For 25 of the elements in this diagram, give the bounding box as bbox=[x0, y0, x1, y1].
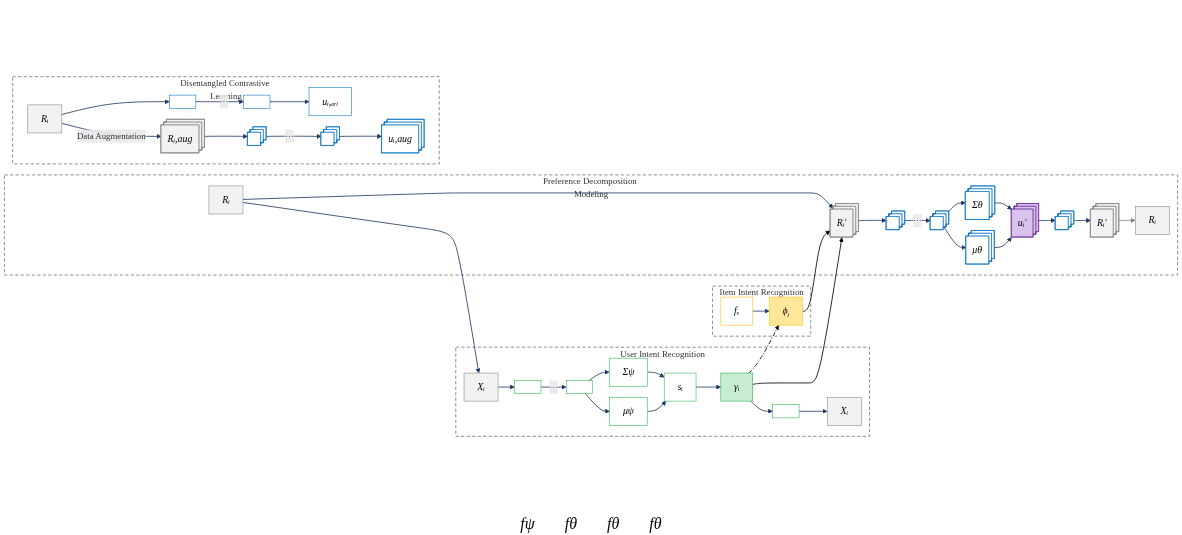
node-box bbox=[169, 94, 197, 109]
node-box: Xᵢ bbox=[463, 372, 499, 402]
edge-label: ··· bbox=[913, 215, 922, 225]
function-label: fθ bbox=[564, 515, 578, 533]
node-box: Rᵢ bbox=[1135, 206, 1170, 235]
node-box: Rᵢ bbox=[208, 185, 244, 215]
node-box: Rᵢ bbox=[27, 104, 63, 134]
function-label: fψ bbox=[520, 515, 535, 533]
node-box: sᵢ bbox=[663, 372, 697, 402]
edge-label: ··· bbox=[549, 382, 559, 392]
edge-label: Data Augmentation bbox=[76, 131, 146, 141]
node-box: Σψ bbox=[608, 357, 648, 387]
function-label: fθ bbox=[649, 515, 662, 533]
node-box: uᵢ,ₒᵣᵢ bbox=[308, 87, 352, 117]
node-box: μψ bbox=[609, 396, 648, 426]
node-box bbox=[772, 404, 800, 419]
node-box bbox=[566, 380, 593, 394]
node-box bbox=[514, 380, 542, 394]
node-box: fᵥ bbox=[720, 296, 754, 326]
node-box: γᵢ bbox=[720, 372, 753, 402]
node-box: Xᵢ bbox=[826, 396, 862, 426]
edge-label: ··· bbox=[285, 131, 294, 141]
node-box: ϕⱼ bbox=[769, 296, 803, 326]
node-box bbox=[243, 94, 271, 109]
function-label: fθ bbox=[607, 515, 620, 533]
